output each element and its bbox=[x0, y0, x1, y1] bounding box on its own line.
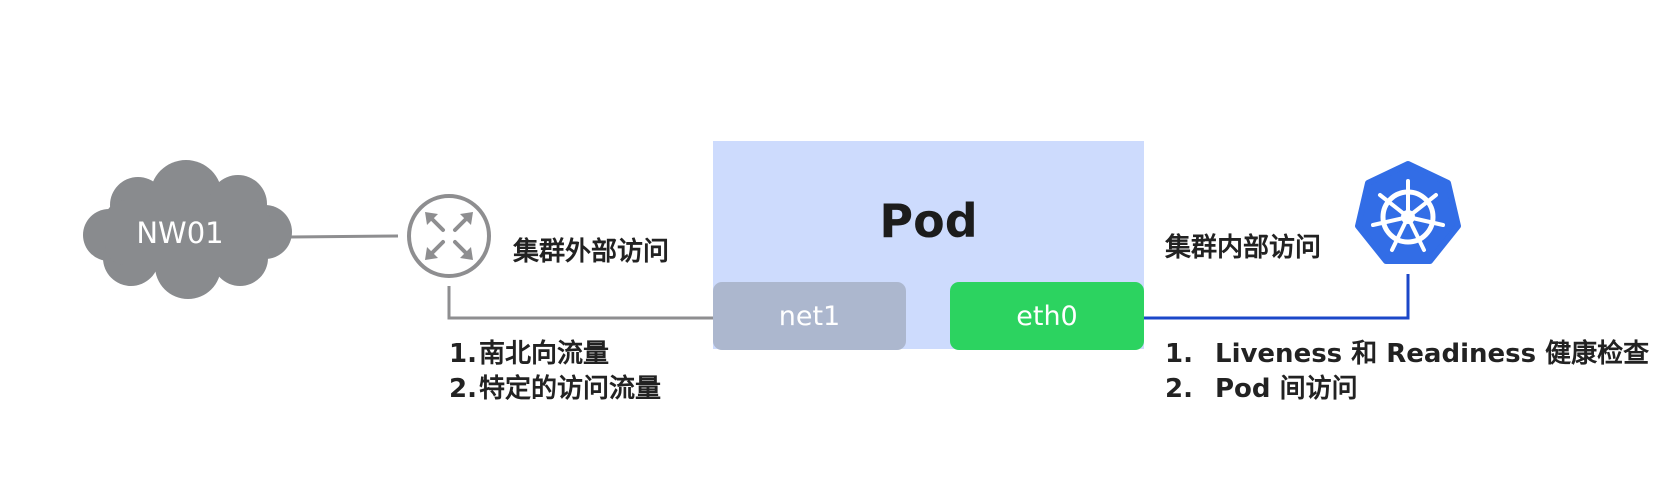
cloud-label: NW01 bbox=[136, 216, 224, 250]
kubernetes-icon bbox=[1355, 161, 1461, 264]
list-item-text: 南北向流量 bbox=[479, 339, 610, 369]
list-item-text: 特定的访问流量 bbox=[479, 374, 662, 404]
list-item-number: 1. bbox=[1165, 339, 1193, 369]
internal-traffic-list: 1. Liveness 和 Readiness 健康检查 2. Pod 间访问 bbox=[1165, 337, 1649, 407]
external-access-label: 集群外部访问 bbox=[513, 237, 670, 267]
list-item: 1. 南北向流量 bbox=[449, 337, 661, 372]
router-icon[interactable] bbox=[407, 194, 491, 278]
list-item: 2. 特定的访问流量 bbox=[449, 372, 661, 407]
cloud-icon bbox=[83, 160, 292, 299]
net1-interface[interactable]: net1 bbox=[713, 282, 906, 350]
internal-access-label: 集群内部访问 bbox=[1165, 233, 1322, 263]
list-item: 1. Liveness 和 Readiness 健康检查 bbox=[1165, 337, 1649, 372]
external-traffic-list: 1. 南北向流量 2. 特定的访问流量 bbox=[449, 337, 661, 407]
eth0-interface[interactable]: eth0 bbox=[950, 282, 1144, 350]
list-item-text: Pod 间访问 bbox=[1215, 374, 1358, 404]
list-item-number: 2. bbox=[1165, 374, 1193, 404]
list-item-number: 1. bbox=[449, 339, 477, 369]
list-item-text: Liveness 和 Readiness 健康检查 bbox=[1215, 339, 1650, 369]
list-item: 2. Pod 间访问 bbox=[1165, 372, 1649, 407]
pod-title: Pod bbox=[879, 194, 978, 248]
cloud-router-connector bbox=[289, 234, 399, 239]
router-net1-connector bbox=[447, 286, 713, 320]
list-item-number: 2. bbox=[449, 374, 477, 404]
eth0-label: eth0 bbox=[1016, 300, 1078, 332]
eth0-kubernetes-connector bbox=[1144, 274, 1410, 320]
net1-label: net1 bbox=[778, 300, 841, 332]
